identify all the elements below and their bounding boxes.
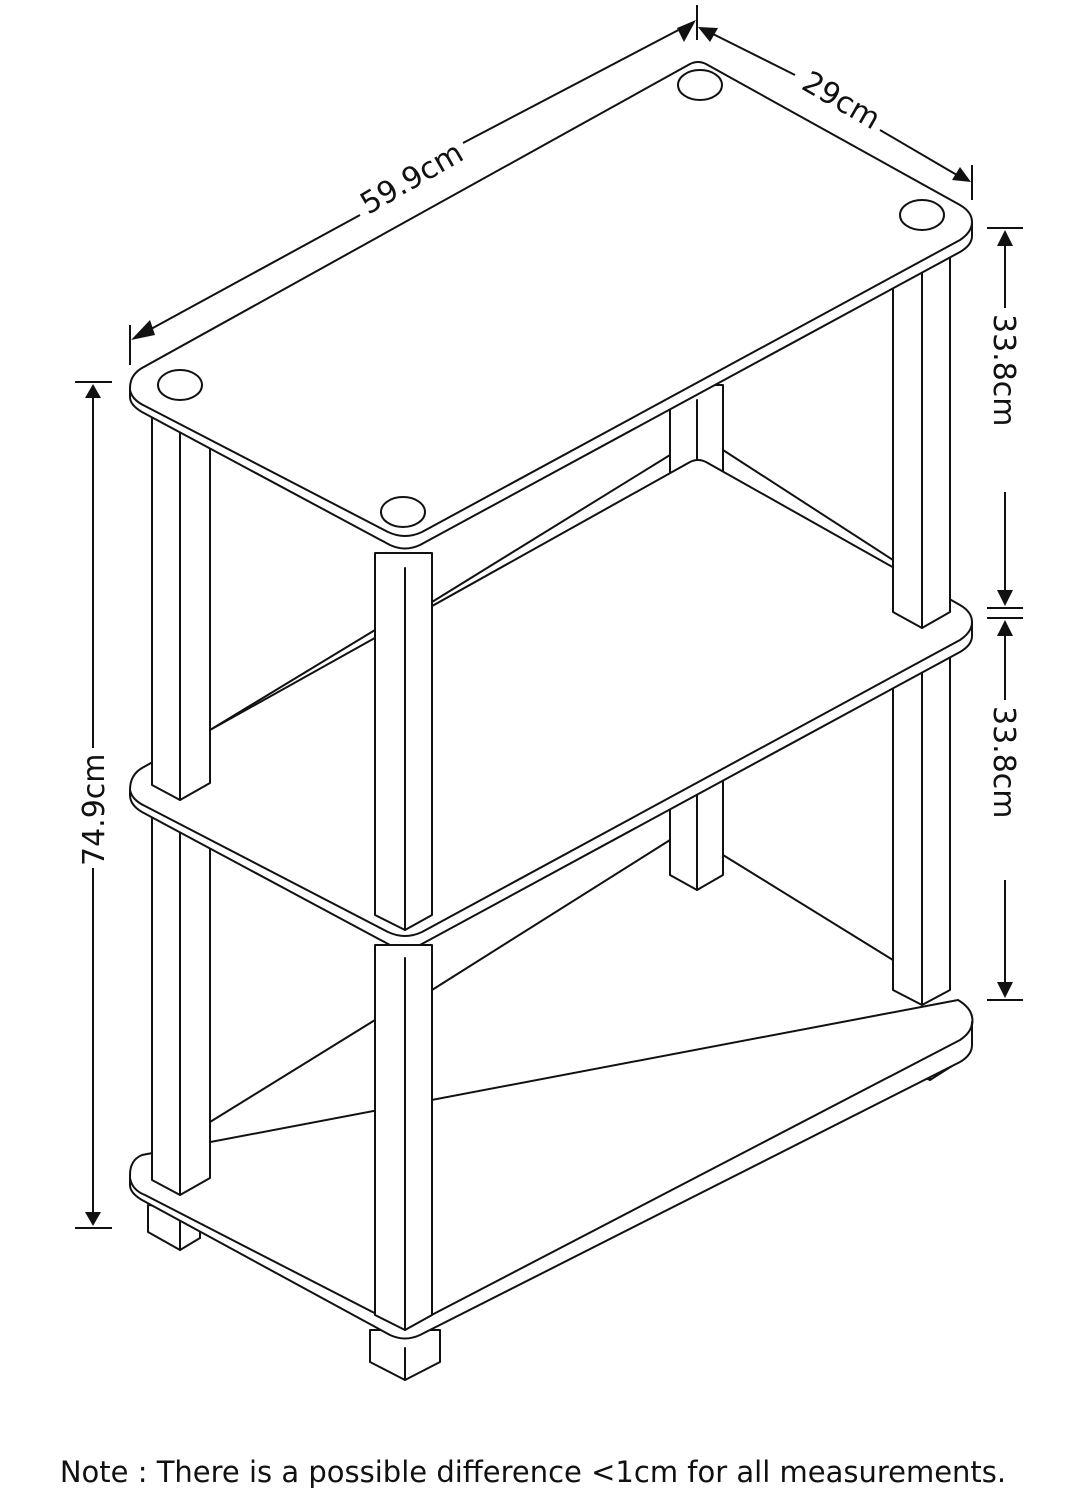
lower-tier-height-label: 33.8cm bbox=[986, 706, 1021, 819]
bolt-cap-right bbox=[899, 199, 945, 231]
bolt-cap-front bbox=[380, 496, 426, 528]
measurement-note: Note : There is a possible difference <1… bbox=[59, 1455, 1007, 1489]
bolt-cap-left bbox=[157, 369, 203, 401]
top-shelf bbox=[129, 61, 973, 550]
right-post-upper bbox=[892, 254, 951, 629]
middle-shelf bbox=[129, 459, 973, 950]
dimension-total-height: 74.9cm bbox=[75, 381, 112, 1229]
front-post-upper bbox=[374, 552, 433, 931]
left-post-lower bbox=[151, 811, 211, 1196]
left-post-upper bbox=[151, 417, 211, 801]
total-height-label: 74.9cm bbox=[77, 753, 112, 866]
right-post-lower bbox=[892, 647, 951, 1006]
back-posts-lower bbox=[669, 774, 724, 891]
dimension-lower-tier: 33.8cm bbox=[986, 617, 1023, 1001]
dimension-upper-tier: 33.8cm bbox=[986, 227, 1023, 609]
front-post-lower bbox=[374, 944, 433, 1331]
bottom-shelf bbox=[129, 999, 974, 1340]
shelf-back-edges bbox=[209, 449, 894, 1123]
bolt-cap-back bbox=[677, 69, 723, 101]
upper-tier-height-label: 33.8cm bbox=[986, 314, 1021, 427]
